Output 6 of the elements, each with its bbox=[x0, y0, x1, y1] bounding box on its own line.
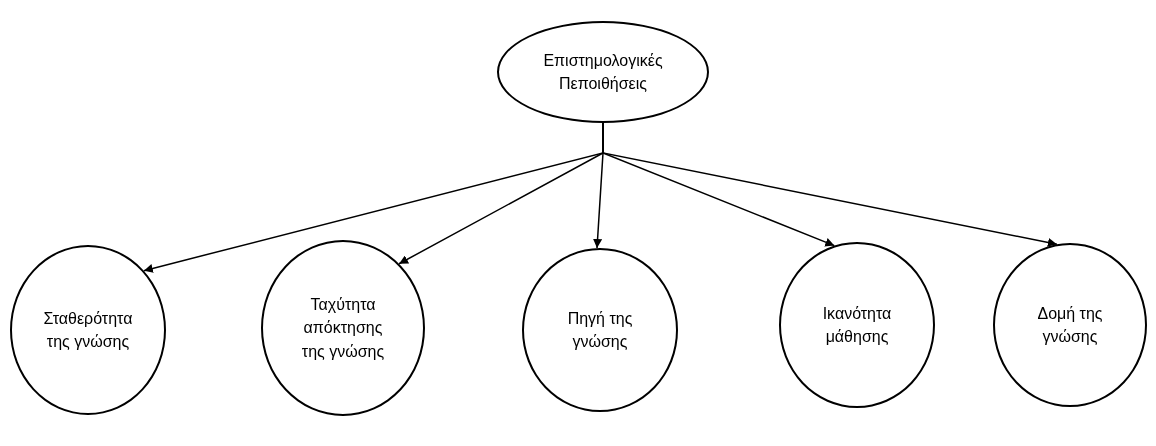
node-label: Επιστημολογικές Πεποιθήσεις bbox=[542, 50, 664, 94]
node-label: Ικανότητα μάθησης bbox=[821, 303, 893, 347]
node-label: Πηγή της γνώσης bbox=[566, 308, 634, 352]
node-label: Ταχύτητα απόκτησης της γνώσης bbox=[300, 295, 386, 362]
node-label: Σταθερότητα της γνώσης bbox=[42, 308, 134, 352]
node-label: Δομή της γνώσης bbox=[1036, 303, 1104, 347]
